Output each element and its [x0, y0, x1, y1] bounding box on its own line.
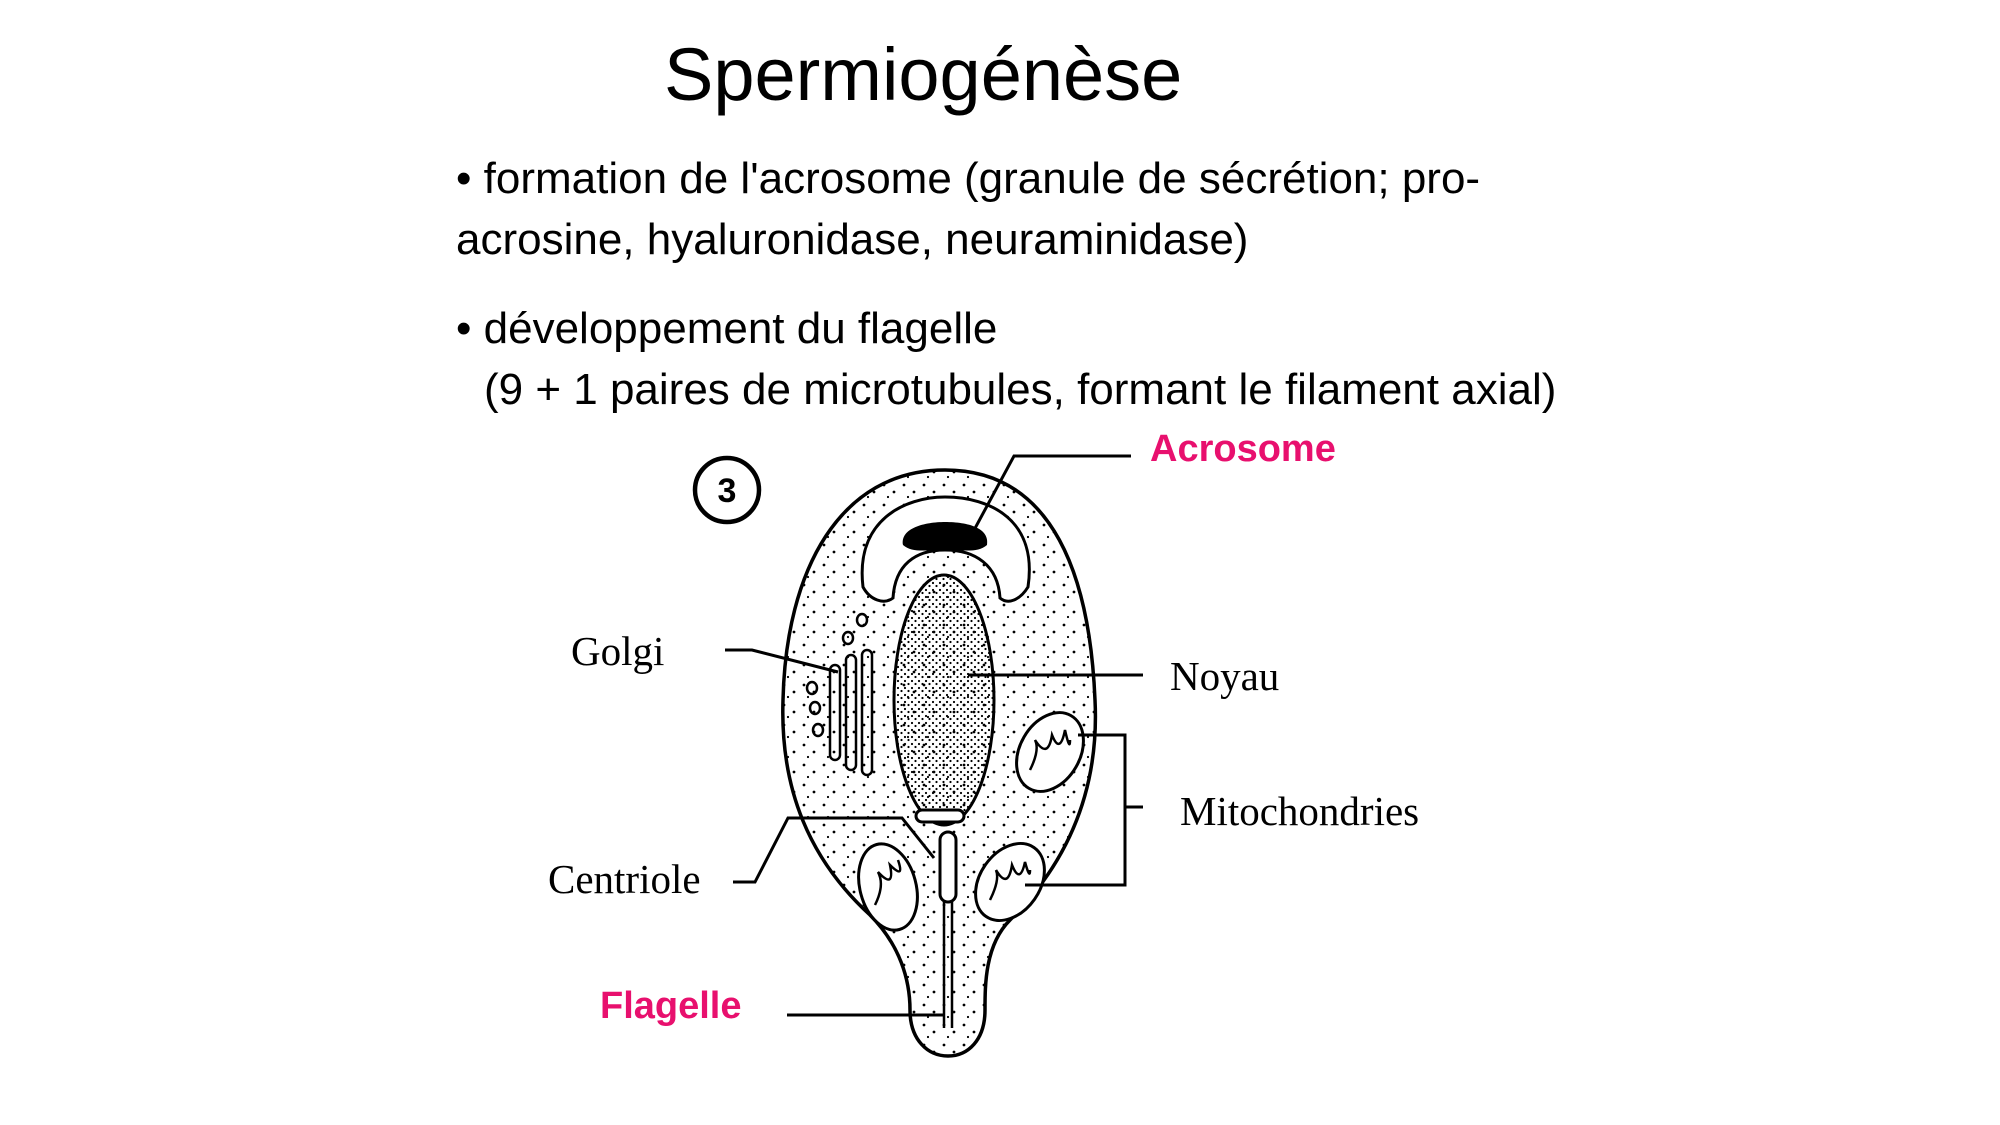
leader-line-centriole [733, 816, 936, 884]
acrosomal-granule [902, 522, 988, 551]
nucleus [892, 573, 996, 827]
label-noyau: Noyau [1170, 653, 1280, 699]
flagellum-axial-filament [942, 902, 954, 1028]
leader-lines [725, 454, 1143, 1017]
leader-line-golgi [725, 648, 839, 674]
label-centriole: Centriole [548, 856, 701, 902]
mitochondrion [857, 842, 919, 932]
leader-line-mitochondries [1025, 733, 1127, 887]
bullet-line: acrosine, hyaluronidase, neuraminidase) [456, 215, 1249, 264]
golgi-apparatus [805, 612, 874, 777]
label-mitochondries: Mitochondries [1180, 788, 1420, 834]
mitochondrion [1015, 711, 1085, 793]
bullet-line: • formation de l'acrosome (granule de sé… [456, 154, 1481, 203]
bullet-line: (9 + 1 paires de microtubules, formant l… [484, 365, 1557, 414]
bullet-flagellum-development: • développement du flagelle (9 + 1 paire… [456, 298, 1556, 420]
figure-number-badge [692, 455, 762, 525]
bullet-acrosome-formation: • formation de l'acrosome (granule de sé… [456, 148, 1480, 270]
centriole [914, 808, 966, 904]
label-acrosome: Acrosome [1150, 428, 1336, 470]
leader-line-acrosome [971, 454, 1131, 533]
figure-number: 3 [718, 472, 737, 510]
label-flagelle: Flagelle [600, 985, 742, 1027]
label-golgi: Golgi [571, 628, 665, 674]
slide-title: Spermiogénèse [664, 33, 1183, 116]
mitochondrion [974, 842, 1046, 922]
bullet-line: • développement du flagelle [456, 304, 998, 353]
acrosomal-vesicle [860, 495, 1031, 603]
